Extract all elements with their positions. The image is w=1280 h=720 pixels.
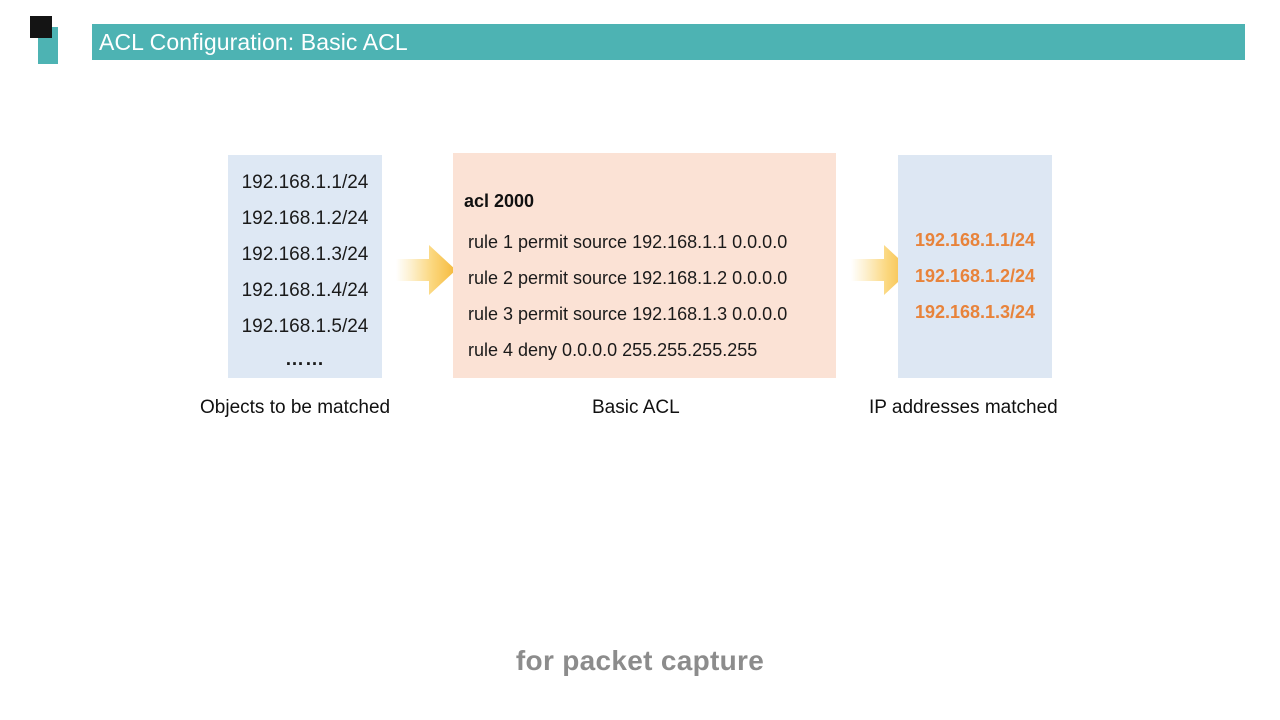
list-item: 192.168.1.1/24 (241, 172, 369, 193)
watermark-text: for packet capture (515, 645, 765, 676)
list-item: 192.168.1.3/24 (241, 244, 369, 265)
caption-basic-acl: Basic ACL (592, 397, 680, 418)
list-item: 192.168.1.3/24 (914, 302, 1036, 322)
ip-addresses-matched-panel (898, 155, 1052, 378)
acl-rule: rule 1 permit source 192.168.1.1 0.0.0.0 (468, 232, 788, 252)
list-ellipsis: …… (285, 349, 325, 370)
ip-addresses-matched-list: 192.168.1.1/24 192.168.1.2/24 192.168.1.… (898, 222, 1052, 330)
flow-arrow-icon (396, 245, 456, 295)
caption-ip-addresses-matched: IP addresses matched (869, 397, 1058, 418)
list-item: 192.168.1.1/24 (914, 230, 1036, 250)
acl-rule: rule 3 permit source 192.168.1.3 0.0.0.0 (468, 304, 788, 324)
page-title: ACL Configuration: Basic ACL (99, 29, 408, 55)
caption-objects-to-be-matched: Objects to be matched (200, 397, 391, 418)
acl-rule: rule 2 permit source 192.168.1.2 0.0.0.0 (468, 268, 788, 288)
flow-arrow-icon (851, 245, 911, 295)
list-item: 192.168.1.2/24 (914, 266, 1036, 286)
acl-config-block: acl 2000 rule 1 permit source 192.168.1.… (464, 188, 834, 368)
list-item: 192.168.1.5/24 (241, 316, 369, 337)
list-item: 192.168.1.4/24 (241, 280, 369, 301)
acl-name: acl 2000 (464, 191, 535, 211)
acl-rule: rule 4 deny 0.0.0.0 255.255.255.255 (468, 340, 758, 360)
header-bar (92, 24, 1245, 60)
header-decoration-square (30, 16, 52, 38)
list-item: 192.168.1.2/24 (241, 208, 369, 229)
objects-to-be-matched-panel (228, 155, 382, 378)
acl-rule-list: rule 1 permit source 192.168.1.1 0.0.0.0… (464, 224, 834, 368)
basic-acl-panel (453, 153, 836, 378)
objects-to-be-matched-list: 192.168.1.1/24 192.168.1.2/24 192.168.1.… (228, 155, 382, 375)
